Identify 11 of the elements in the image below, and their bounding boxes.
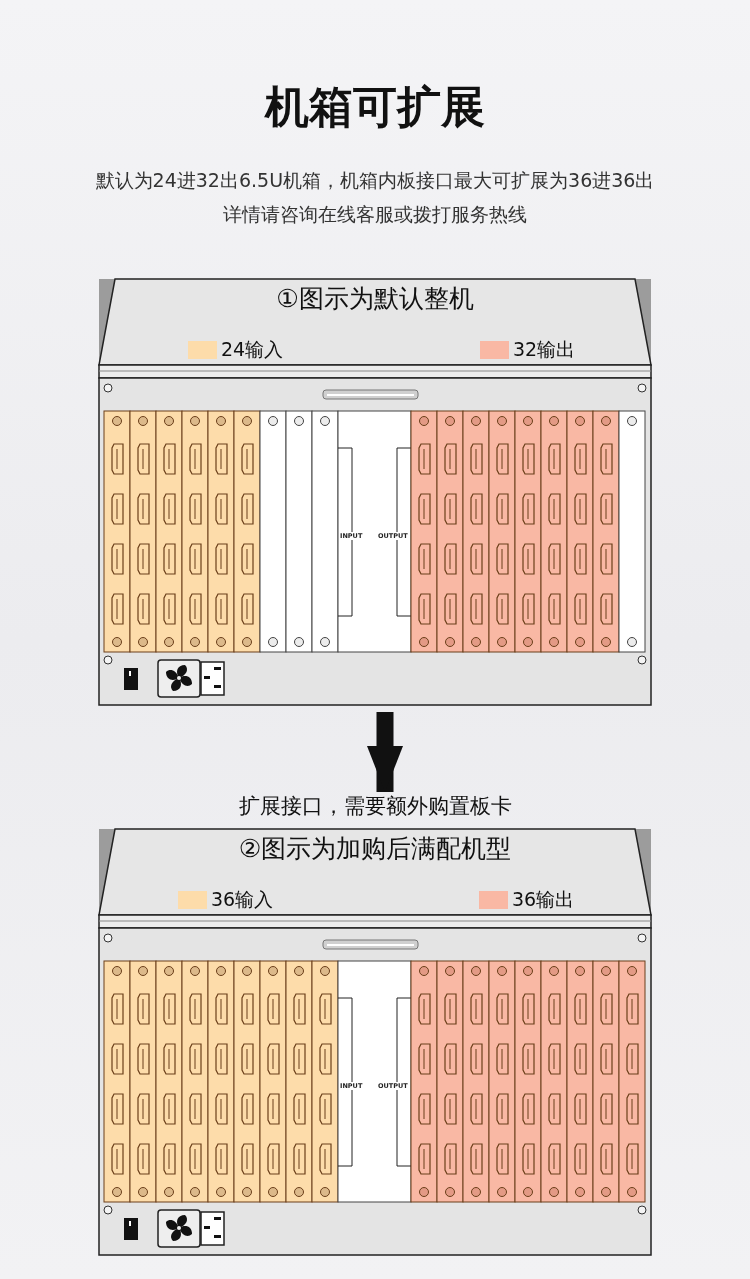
panel-heading: ②图示为加购后满配机型 (237, 833, 513, 865)
page-title: 机箱可扩展 (263, 80, 486, 134)
panel-heading: ①图示为默认整机 (275, 283, 475, 315)
legend-label: 32输出 (513, 337, 576, 361)
legend-label: 24输入 (221, 337, 284, 361)
edge-label: 扩展接口，需要额外购置板卡 (237, 793, 513, 820)
subtitle-text: 默认为24进32出6.5U机箱，机箱内板接口最大可扩展为36进36出 (94, 168, 656, 193)
legend-label: 36输入 (211, 887, 274, 911)
arrow (367, 712, 403, 792)
subtitle-text: 详情请咨询在线客服或拨打服务热线 (222, 202, 528, 227)
legend-label: 36输出 (512, 887, 575, 911)
